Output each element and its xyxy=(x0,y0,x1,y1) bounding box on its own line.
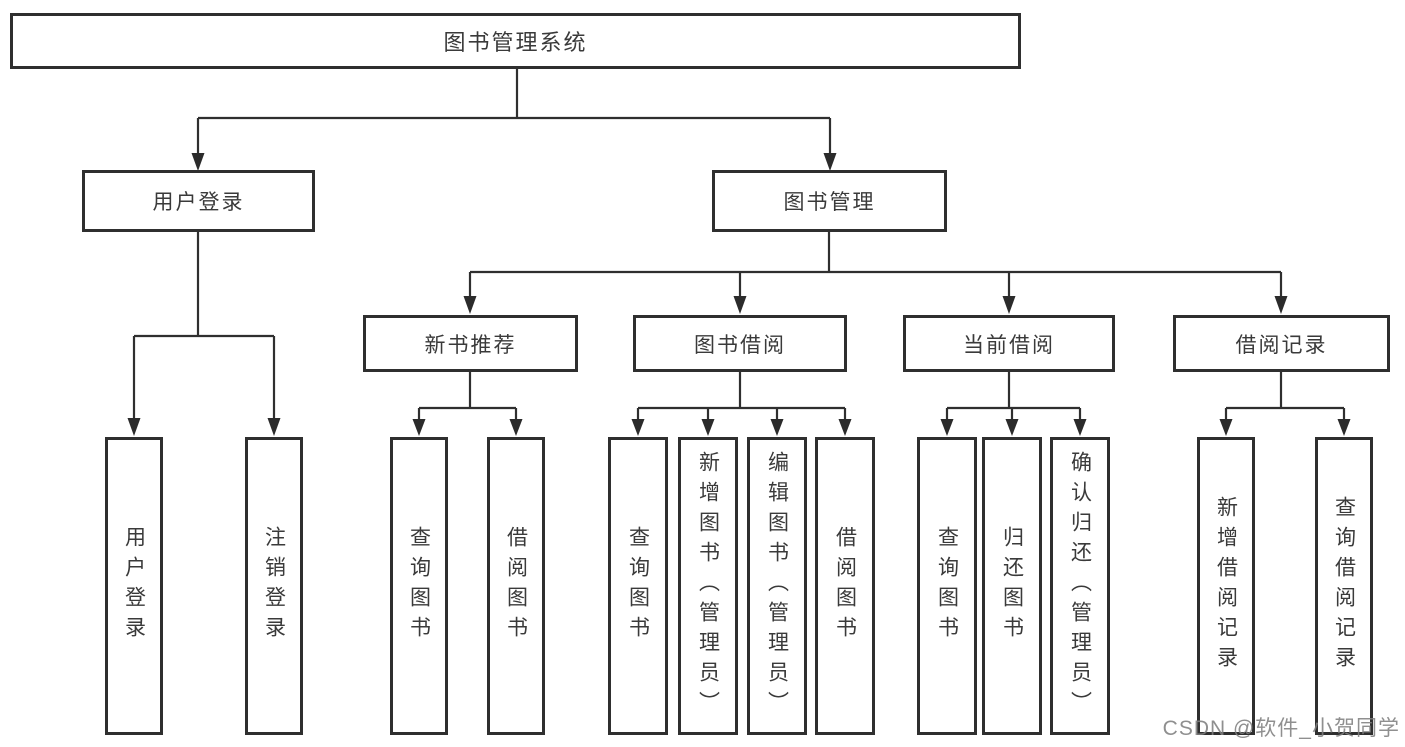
leaf-borrow-borrow-books: 借阅图书 xyxy=(815,437,875,735)
node-current-borrow-label: 当前借阅 xyxy=(963,333,1055,357)
csdn-watermark: CSDN @软件_小贺同学 xyxy=(1162,717,1400,740)
leaf-records-add-record-label: 新增借阅记录 xyxy=(1214,496,1238,676)
leaf-newbook-query-books: 查询图书 xyxy=(390,437,448,735)
node-new-book-recommend: 新书推荐 xyxy=(363,315,578,372)
leaf-records-add-record: 新增借阅记录 xyxy=(1197,437,1255,735)
leaf-newbook-borrow-books: 借阅图书 xyxy=(487,437,545,735)
leaf-borrow-add-books-admin-label: 新增图书（管理员） xyxy=(696,451,720,721)
node-library-system-root: 图书管理系统 xyxy=(10,13,1021,69)
node-book-borrow-label: 图书借阅 xyxy=(694,333,786,357)
leaf-borrow-borrow-books-label: 借阅图书 xyxy=(833,526,857,646)
leaf-user-login: 用户登录 xyxy=(105,437,163,735)
leaf-logout: 注销登录 xyxy=(245,437,303,735)
leaf-current-confirm-return-admin: 确认归还（管理员） xyxy=(1050,437,1110,735)
leaf-current-query-books: 查询图书 xyxy=(917,437,977,735)
leaf-current-return-books: 归还图书 xyxy=(982,437,1042,735)
leaf-borrow-query-books: 查询图书 xyxy=(608,437,668,735)
node-book-management-label: 图书管理 xyxy=(783,191,876,214)
leaf-current-confirm-return-admin-label: 确认归还（管理员） xyxy=(1068,451,1092,721)
leaf-newbook-query-books-label: 查询图书 xyxy=(407,526,431,646)
leaf-current-return-books-label: 归还图书 xyxy=(1000,526,1024,646)
leaf-user-login-label: 用户登录 xyxy=(122,526,146,646)
node-current-borrow: 当前借阅 xyxy=(903,315,1115,372)
leaf-records-query-record-label: 查询借阅记录 xyxy=(1332,496,1356,676)
node-book-management: 图书管理 xyxy=(712,170,947,232)
node-book-borrow: 图书借阅 xyxy=(633,315,847,372)
leaf-borrow-query-books-label: 查询图书 xyxy=(626,526,650,646)
node-user-login: 用户登录 xyxy=(82,170,315,232)
leaf-borrow-add-books-admin: 新增图书（管理员） xyxy=(678,437,738,735)
node-borrow-records-label: 借阅记录 xyxy=(1235,333,1328,357)
node-new-book-recommend-label: 新书推荐 xyxy=(424,333,517,357)
node-borrow-records: 借阅记录 xyxy=(1173,315,1390,372)
leaf-newbook-borrow-books-label: 借阅图书 xyxy=(504,526,528,646)
leaf-borrow-edit-books-admin: 编辑图书（管理员） xyxy=(747,437,807,735)
node-user-login-label: 用户登录 xyxy=(152,191,245,214)
leaf-current-query-books-label: 查询图书 xyxy=(935,526,959,646)
leaf-records-query-record: 查询借阅记录 xyxy=(1315,437,1373,735)
leaf-borrow-edit-books-admin-label: 编辑图书（管理员） xyxy=(765,451,789,721)
leaf-logout-label: 注销登录 xyxy=(262,526,286,646)
node-library-system-root-label: 图书管理系统 xyxy=(443,30,588,55)
